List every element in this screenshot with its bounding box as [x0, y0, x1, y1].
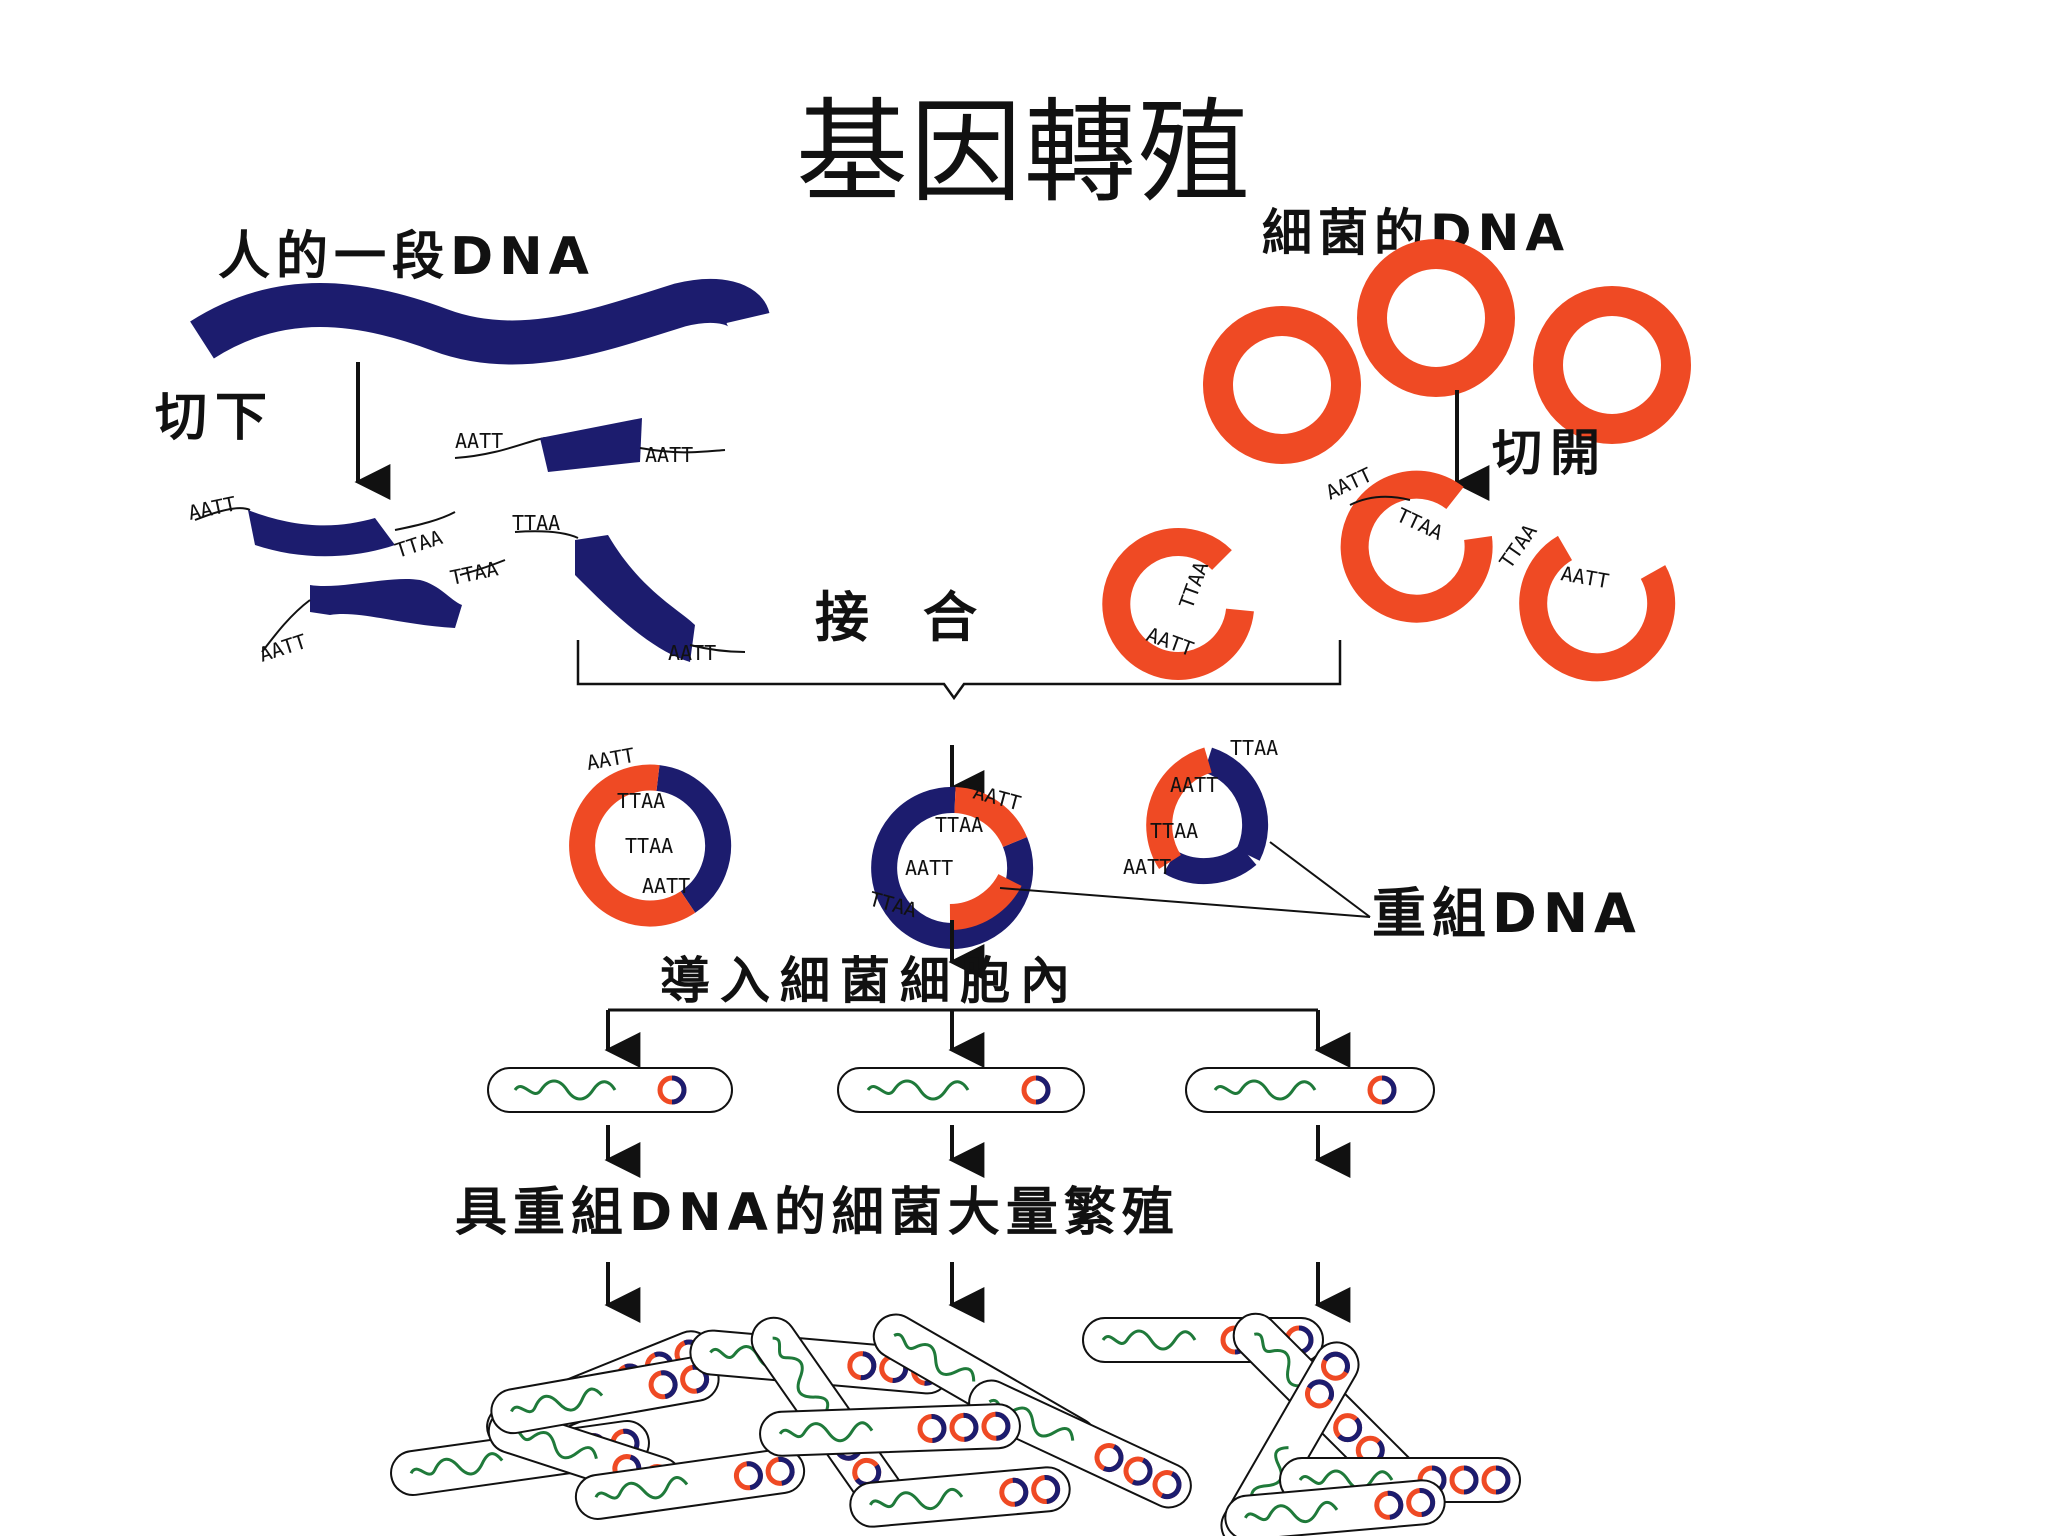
recombinant-plasmid-3: TTAA AATT TTAA AATT [1123, 736, 1278, 885]
pointer-line [999, 887, 1371, 918]
opened-plasmid-2: TTAA AATT [1102, 528, 1254, 680]
cut-open-label: 切開 [1492, 424, 1608, 482]
sticky-end-ttaa: TTAA [1230, 736, 1278, 760]
human-dna-label: 人的一段DNA [218, 227, 595, 287]
opened-plasmid-3: TTAA AATT [1494, 520, 1676, 682]
sticky-end-ttaa: TTAA [625, 834, 673, 858]
sticky-end-ttaa: TTAA [617, 789, 665, 813]
into-bacteria-label: 導入細菌細胞內 [660, 952, 1080, 1010]
sticky-end-ttaa: TTAA [1150, 819, 1198, 843]
sticky-end-aatt: AATT [186, 491, 238, 524]
human-dna-strand [190, 278, 770, 365]
sticky-end-aatt: AATT [645, 443, 693, 467]
recombinant-dna-label: 重組DNA [1372, 882, 1642, 945]
sticky-end-ttaa: TTAA [392, 525, 445, 563]
sticky-end-ttaa: TTAA [1174, 558, 1213, 611]
proliferate-label: 具重組DNA的細菌大量繁殖 [455, 1183, 1180, 1243]
cut-off-label: 切下 [155, 388, 275, 448]
sticky-end-ttaa: TTAA [1393, 503, 1447, 545]
sticky-end-aatt: AATT [1123, 855, 1171, 879]
sticky-end-ttaa: TTAA [448, 556, 500, 589]
bacterium [574, 1448, 806, 1520]
bacterium [487, 1067, 733, 1113]
plasmid [1357, 239, 1515, 397]
pointer-line [1269, 841, 1371, 918]
sticky-end-ttaa: TTAA [935, 813, 983, 837]
sticky-end-aatt: AATT [668, 641, 716, 665]
bacterium [968, 1379, 1192, 1509]
plasmid [1203, 306, 1361, 464]
join-label: 接 合 [815, 586, 977, 649]
sticky-end-aatt: AATT [642, 874, 690, 898]
recombinant-plasmid-1: AATT TTAA TTAA AATT [569, 743, 732, 927]
sticky-end-aatt: AATT [905, 856, 953, 880]
sticky-end-aatt: AATT [455, 429, 503, 453]
bacterium [849, 1466, 1071, 1528]
bacteria-colonies [390, 1312, 1521, 1536]
bacterium [837, 1067, 1085, 1113]
dna-fragment-3: TTAA AATT [256, 556, 506, 667]
recombinant-plasmid-2: AATT TTAA AATT TTAA [867, 780, 1034, 949]
sticky-end-aatt: AATT [256, 629, 309, 667]
bacterium [1185, 1067, 1435, 1113]
bacterium [759, 1403, 1021, 1457]
dna-fragment-1: AATT AATT [454, 418, 726, 472]
opened-plasmid-1: AATT TTAA [1322, 462, 1493, 623]
sticky-end-aatt: AATT [1170, 773, 1218, 797]
dna-fragment-4: TTAA AATT [512, 511, 746, 665]
plasmid [1533, 286, 1691, 444]
join-bracket [576, 640, 1342, 701]
dna-fragment-2: AATT TTAA [186, 491, 456, 563]
page-title: 基因轉殖 [796, 88, 1252, 218]
bacterium [1224, 1479, 1446, 1536]
sticky-end-ttaa: TTAA [512, 511, 560, 535]
sticky-end-aatt: AATT [1559, 561, 1611, 593]
